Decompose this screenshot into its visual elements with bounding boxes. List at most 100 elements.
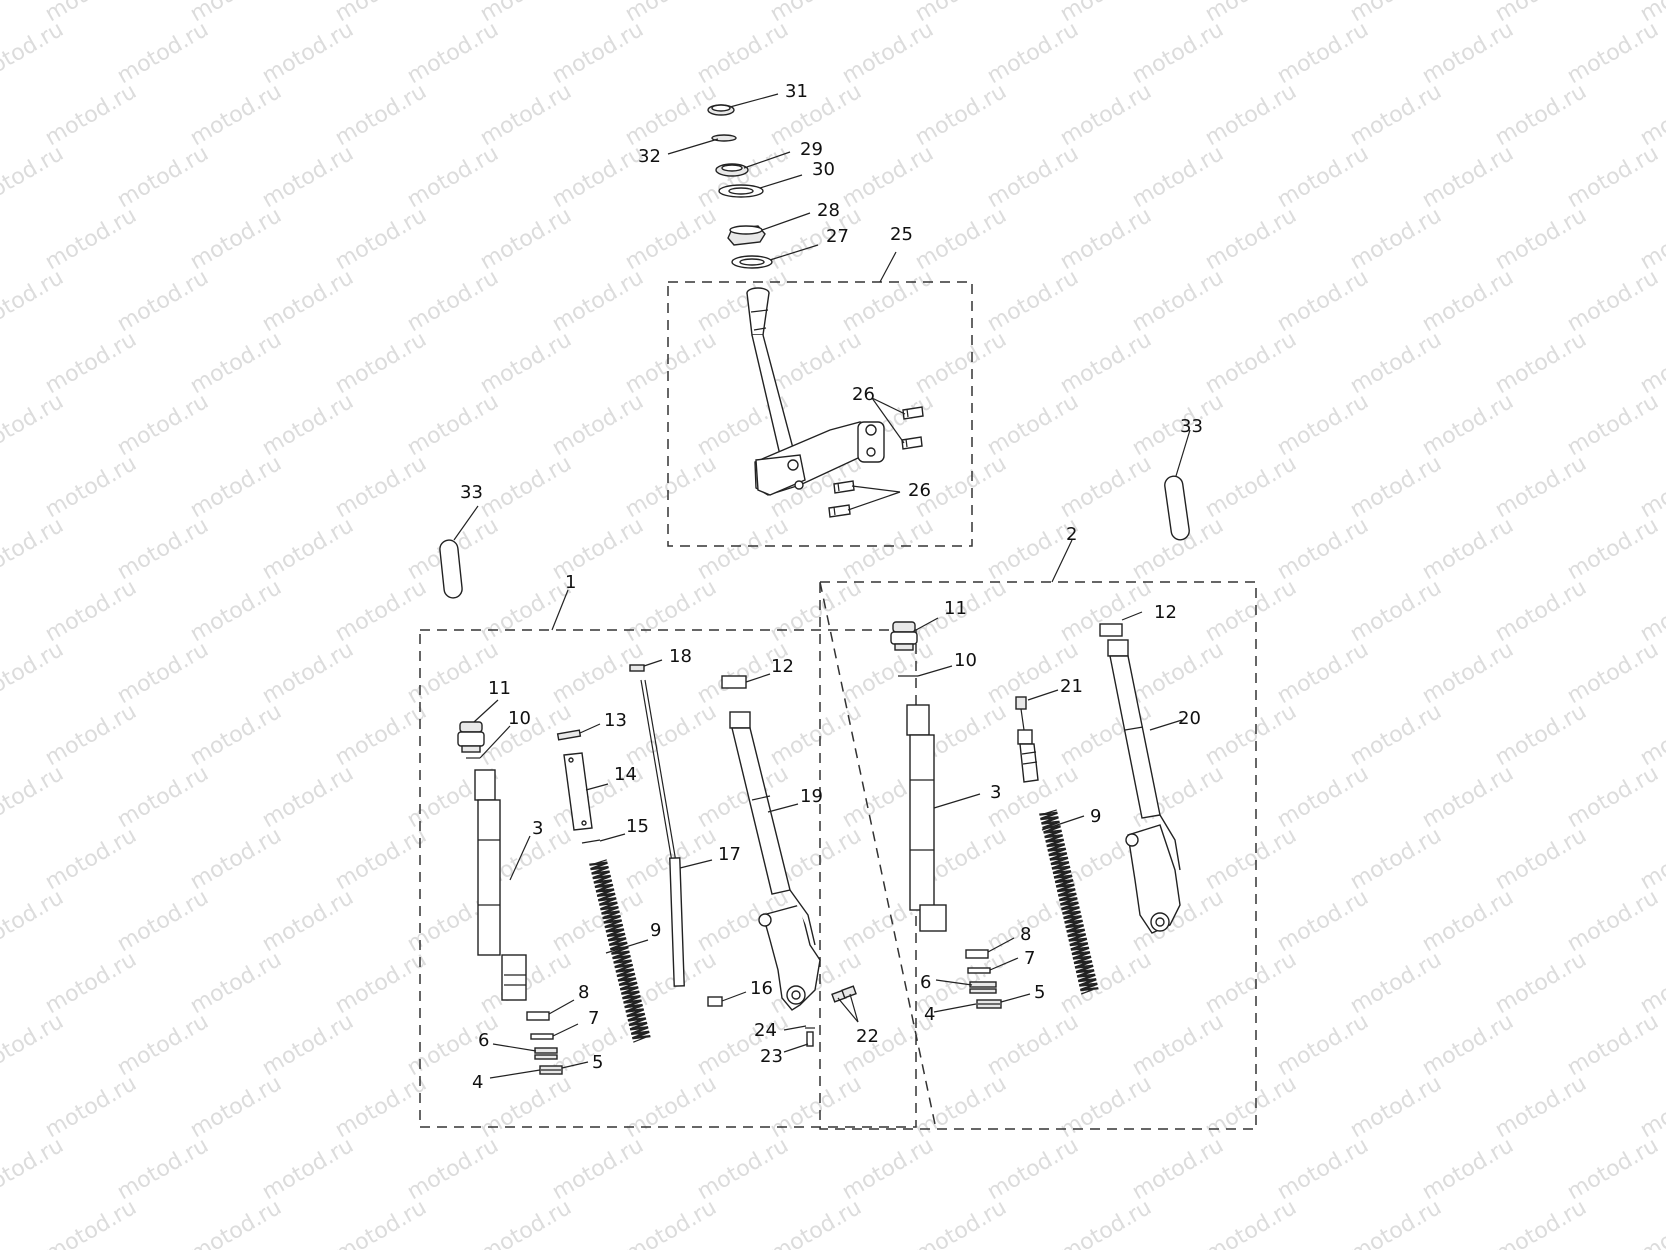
part-11-cap-left (457, 721, 485, 753)
watermark-text: motod.ru (476, 1195, 576, 1250)
watermark-text: motod.ru (1346, 1195, 1446, 1250)
callout-19: 19 (800, 786, 823, 807)
watermark-text: motod.ru (0, 17, 68, 89)
watermark-text: motod.ru (476, 451, 576, 523)
callout-11-right: 11 (944, 598, 967, 619)
watermark-text: motod.ru (911, 1195, 1011, 1250)
part-14-spacer-left (563, 752, 593, 831)
watermark-text: motod.ru (1636, 451, 1666, 523)
watermark-text: motod.ru (621, 1071, 721, 1143)
watermark-text: motod.ru (1201, 1195, 1301, 1250)
watermark-text: motod.ru (1491, 79, 1591, 151)
watermark-text: motod.ru (0, 1133, 68, 1205)
watermark-text: motod.ru (331, 451, 431, 523)
callout-28: 28 (817, 200, 840, 221)
callout-12-left: 12 (771, 656, 794, 677)
watermark-text: motod.ru (1201, 1071, 1301, 1143)
watermark-text: motod.ru (331, 575, 431, 647)
callout-27: 27 (826, 226, 849, 247)
part-5-seal-left (539, 1065, 563, 1075)
watermark-text: motod.ru (41, 1071, 141, 1143)
callout-8-left: 8 (578, 982, 589, 1003)
callout-23: 23 (760, 1046, 783, 1067)
callout-29: 29 (800, 139, 823, 160)
box-2-right-fork (819, 581, 1257, 1130)
part-28-bearing (727, 225, 766, 246)
callout-3-left: 3 (532, 818, 543, 839)
callout-9-right: 9 (1090, 806, 1101, 827)
watermark-text: motod.ru (331, 79, 431, 151)
part-21-damper-right (1015, 696, 1039, 783)
callout-26-lower: 26 (908, 480, 931, 501)
callout-labels: 31 32 29 30 28 27 25 26 26 33 33 1 2 18 … (460, 81, 1203, 1093)
watermark-text: motod.ru (1056, 327, 1156, 399)
watermark-text: motod.ru (1056, 79, 1156, 151)
part-3-inner-tube-right (906, 704, 947, 932)
part-6-washer-right (969, 981, 997, 994)
watermark-text: motod.ru (41, 575, 141, 647)
watermark-text: motod.ru (766, 575, 866, 647)
watermark-text: motod.ru (1636, 575, 1666, 647)
watermark-text: motod.ru (1491, 1071, 1591, 1143)
callout-31: 31 (785, 81, 808, 102)
watermark-text: motod.ru (331, 203, 431, 275)
part-19-outer-tube-left (729, 711, 821, 1011)
callout-5-left: 5 (592, 1052, 603, 1073)
watermark-text: motod.ru (0, 885, 68, 957)
watermark-text: motod.ru (186, 947, 286, 1019)
callout-11-left: 11 (488, 678, 511, 699)
callout-9-left: 9 (650, 920, 661, 941)
callout-10-left: 10 (508, 708, 531, 729)
watermark-text: motod.ru (0, 1009, 68, 1081)
watermark-text: motod.ru (1491, 1195, 1591, 1250)
callout-33-left: 33 (460, 482, 483, 503)
callout-16: 16 (750, 978, 773, 999)
callout-17: 17 (718, 844, 741, 865)
watermark-text: motod.ru (1491, 451, 1591, 523)
part-22-bolts-left (831, 985, 857, 1003)
callout-4-left: 4 (472, 1072, 483, 1093)
watermark-text: motod.ru (1346, 327, 1446, 399)
watermark-text: motod.ru (1346, 699, 1446, 771)
callout-24: 24 (754, 1020, 777, 1041)
part-17-damper-rod (640, 679, 685, 987)
callout-14: 14 (614, 764, 637, 785)
callout-25: 25 (890, 224, 913, 245)
watermark-text: motod.ru (1056, 947, 1156, 1019)
part-25-steering-stem (746, 287, 885, 496)
watermark-text: motod.ru (1636, 947, 1666, 1019)
watermark-text: motod.ru (1201, 823, 1301, 895)
callout-1: 1 (565, 572, 576, 593)
callout-6-left: 6 (478, 1030, 489, 1051)
callout-18: 18 (669, 646, 692, 667)
watermark-text: motod.ru (0, 141, 68, 213)
watermark-text: motod.ru (476, 1071, 576, 1143)
watermark-text: motod.ru (1201, 79, 1301, 151)
watermark-text: motod.ru (621, 327, 721, 399)
watermark-text: motod.ru (766, 203, 866, 275)
watermark-text: motod.ru (476, 575, 576, 647)
watermark-text: motod.ru (911, 79, 1011, 151)
watermark-text: motod.ru (476, 327, 576, 399)
watermark-text: motod.ru (0, 761, 68, 833)
part-11-cap-right (890, 621, 918, 651)
watermark-text: motod.ru (41, 79, 141, 151)
watermark-text: motod.ru (1201, 451, 1301, 523)
part-26-bolts-upper (901, 406, 924, 450)
part-30-washer (718, 184, 764, 198)
watermark-text: motod.ru (331, 947, 431, 1019)
watermark-text: motod.ru (1491, 947, 1591, 1019)
part-12-plug-right (1099, 623, 1123, 637)
callout-13: 13 (604, 710, 627, 731)
watermark-text: motod.ru (41, 699, 141, 771)
part-6-washer-left (534, 1047, 558, 1060)
callout-12-right: 12 (1154, 602, 1177, 623)
part-5-seal-right (976, 999, 1002, 1009)
watermark-text: motod.ru (186, 575, 286, 647)
watermark-text: motod.ru (1636, 203, 1666, 275)
part-23-bolt-left (806, 1031, 814, 1047)
watermark-text: motod.ru (1056, 203, 1156, 275)
watermark-text: motod.ru (1346, 451, 1446, 523)
